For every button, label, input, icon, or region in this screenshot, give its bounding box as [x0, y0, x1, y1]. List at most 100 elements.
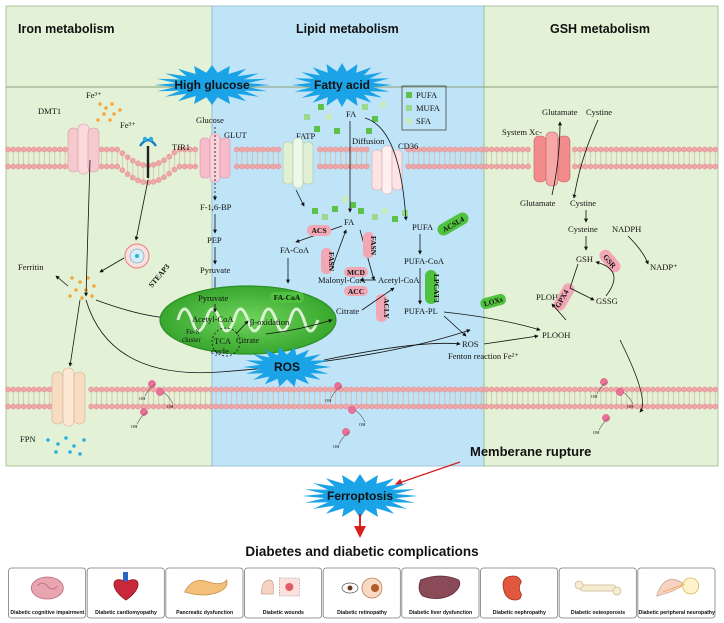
sfa-swatch — [406, 118, 412, 124]
svg-text:FASN: FASN — [327, 252, 336, 272]
cysteine-label: Cysteine — [568, 224, 598, 234]
glutamate-top-label: Glutamate — [542, 107, 578, 117]
ferroptosis-label: Ferroptosis — [327, 489, 393, 503]
high-glucose-burst: High glucose — [154, 65, 270, 105]
fe3-tfr-label: Fe³⁺ — [120, 120, 136, 130]
fatty-acid-label: Fatty acid — [314, 78, 370, 92]
complication-icon — [574, 580, 622, 596]
complication-icon — [418, 575, 461, 599]
ferroptosis-burst: Ferroptosis — [302, 474, 418, 518]
oh-group-label: OH — [333, 444, 340, 449]
gsh-pathway: Glutamate Cystine System Xc- Glutamate C… — [470, 107, 678, 459]
acetyl-coa2-label: Acetyl-CoA — [378, 275, 420, 285]
iron-panel-title: Iron metabolism — [18, 22, 115, 36]
dmt1-transporter — [67, 123, 100, 175]
fe3-top-label: Fe³⁺ — [86, 90, 102, 100]
complication-icon — [502, 575, 522, 601]
svg-text:FA-CoA: FA-CoA — [274, 293, 301, 302]
cystine-top-label: Cystine — [586, 107, 612, 117]
complication-card: Diabetic nephropathy — [480, 567, 559, 619]
svg-text:MCD: MCD — [347, 268, 365, 277]
glut-label: GLUT — [224, 130, 247, 140]
complication-label: Diabetic osteoporosis — [571, 610, 625, 616]
svg-text:FASN: FASN — [369, 236, 378, 256]
complication-card: Pancreatic dysfunction — [165, 567, 244, 619]
pyruvate-label: Pyruvate — [200, 265, 230, 275]
complication-label: Diabetic nephropathy — [493, 610, 546, 616]
complication-card: Diabetic retinopathy — [322, 567, 401, 619]
fatty-acid-particles — [304, 102, 408, 222]
mito-pyruvate-label: Pyruvate — [198, 293, 228, 303]
svg-text:ACS: ACS — [311, 226, 326, 235]
fatty-acid-legend: PUFA MUFA SFA — [401, 85, 447, 131]
fa-coa-mito-enzyme: FA-CoA — [270, 292, 304, 303]
plooh-label: PLOOH — [542, 330, 570, 340]
fasn-enzyme-left: FASN — [321, 248, 336, 274]
fa-mid-label: FA — [344, 217, 355, 227]
glucose-label: Glucose — [196, 115, 224, 125]
steap3-endosome — [124, 243, 150, 269]
high-glucose-label: High glucose — [174, 78, 250, 92]
fatp-label: FATP — [296, 131, 315, 141]
fpn-label: FPN — [20, 434, 36, 444]
pep-label: PEP — [207, 235, 222, 245]
gssg-label: GSSG — [596, 296, 618, 306]
upper-cell-membrane — [5, 146, 719, 186]
complication-icon — [30, 576, 64, 600]
legend-sfa: SFA — [416, 116, 432, 126]
lpcat3-enzyme: LPCAT3 — [425, 270, 441, 304]
fatp-transporter — [282, 137, 314, 189]
outcome-title: Diabetes and diabetic complications — [245, 544, 478, 559]
complication-card: Diabetic cardiomyopathy — [86, 567, 165, 619]
ros-burst: ROS — [243, 347, 331, 387]
complication-card: Diabetic peripheral neuropathy — [637, 567, 716, 619]
nadp-label: NADP⁺ — [650, 262, 678, 272]
malonyl-coa-label: Malonyl-CoA — [318, 275, 367, 285]
tca-label: TCA — [214, 336, 232, 346]
oh-group-label: OH — [325, 398, 332, 403]
complication-label: Diabetic peripheral neuropathy — [638, 610, 715, 616]
gsh-label: GSH — [576, 254, 593, 264]
complication-card: Diabetic wounds — [244, 567, 323, 619]
exported-iron — [46, 436, 86, 456]
beta-oxidation-label: β-oxidation — [250, 317, 290, 327]
loxs-enzyme: LOXs — [480, 293, 506, 310]
system-xc-transporter — [533, 131, 571, 187]
pufa-coa-label: PUFA-CoA — [404, 256, 445, 266]
acc-enzyme: ACC — [344, 286, 368, 296]
complication-label: Diabetic retinopathy — [337, 610, 387, 616]
legend-pufa: PUFA — [416, 90, 438, 100]
complication-label: Diabetic wounds — [263, 610, 304, 616]
fasn-enzyme-right: FASN — [363, 232, 378, 258]
complication-card: Diabetic cognitive impairment — [8, 567, 87, 619]
complication-card: Diabetic osteoporosis — [558, 567, 637, 619]
ros-label: ROS — [274, 360, 300, 374]
diffusion-label: Diffusion — [352, 136, 385, 146]
oh-group-label: OH — [591, 394, 598, 399]
pufa-swatch — [406, 92, 412, 98]
oh-group-label: OH — [627, 404, 634, 409]
system-xc-label: System Xc- — [502, 127, 542, 137]
complication-icon — [113, 572, 139, 601]
cystine-bot-label: Cystine — [570, 198, 596, 208]
ploh-label: PLOH — [536, 292, 558, 302]
fatty-acid-burst: Fatty acid — [292, 63, 392, 107]
oh-group-label: OH — [359, 422, 366, 427]
cycle-label: cycle — [211, 346, 229, 356]
complication-card: Diabetic liver dysfunction — [401, 567, 480, 619]
ros-small-label: ROS — [462, 339, 479, 349]
tfr1-receptor — [139, 136, 157, 178]
oh-group-label: OH — [139, 396, 146, 401]
oh-group-label: OH — [167, 404, 174, 409]
citrate-label: Citrate — [336, 306, 359, 316]
fa-coa-label: FA-CoA — [280, 245, 310, 255]
lipid-panel-title: Lipid metabolism — [296, 22, 399, 36]
fa-top-label: FA — [346, 109, 357, 119]
f16bp-label: F-1,6-BP — [200, 202, 232, 212]
mcd-enzyme: MCD — [344, 267, 368, 277]
tfr1-label: TfR1 — [172, 142, 190, 152]
pufa-pl-label: PUFA-PL — [404, 306, 438, 316]
iron-panel — [5, 5, 213, 467]
